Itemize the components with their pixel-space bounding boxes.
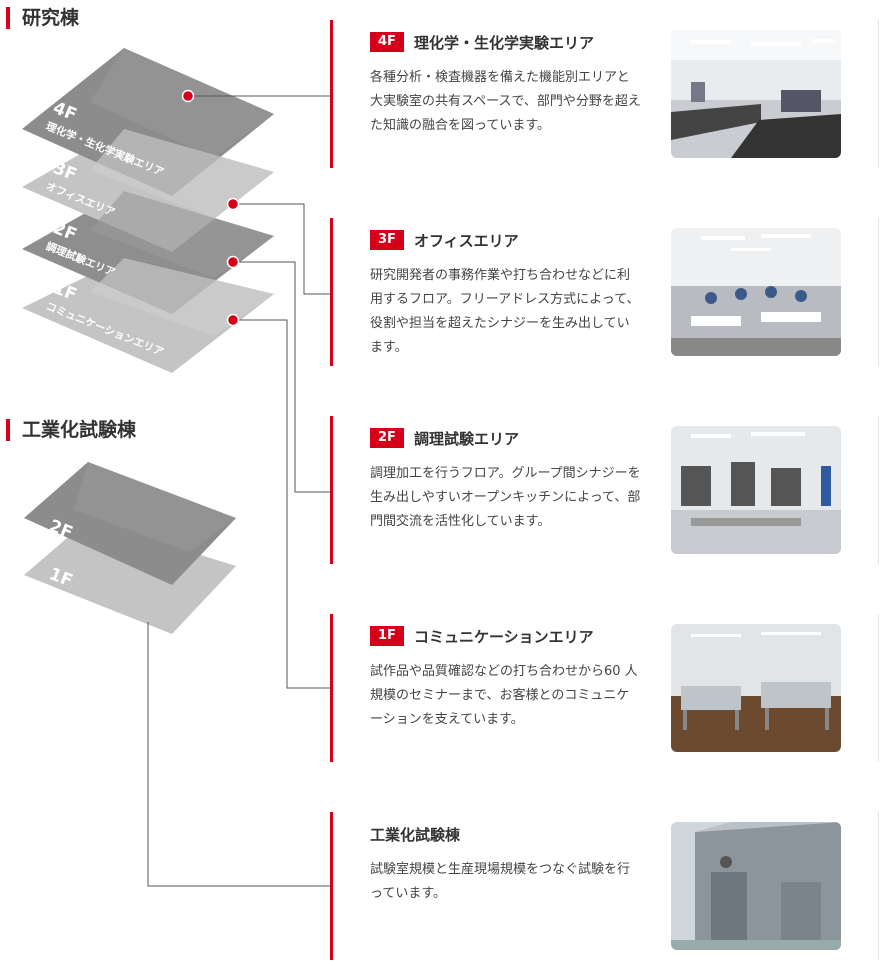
floor-desc-1f: 試作品や品質確認などの打ち合わせから60 人規模のセミナーまで、お客様とのコミュ… — [370, 664, 638, 727]
floor-title-1f: コミュニケーションエリア — [413, 627, 594, 646]
marker-1f[interactable] — [226, 313, 240, 327]
industrial-title: 工業化試験棟 — [370, 825, 461, 844]
section-title-industrial: 工業化試験棟 — [6, 419, 136, 441]
connector-2f — [233, 261, 330, 493]
right-divider — [878, 812, 879, 960]
floor-panel-1f: 1F コミュニケーションエリア 試作品や品質確認などの打ち合わせから60 人規模… — [330, 614, 845, 762]
floor-photo-3f — [671, 228, 841, 356]
industrial-photo — [671, 822, 841, 950]
right-divider — [878, 614, 879, 762]
industrial-desc: 試験室規模と生産現場規模をつなぐ試験を行っています。 — [370, 862, 631, 901]
floor-badge-4f: 4F — [370, 32, 404, 52]
connector-industrial — [147, 622, 330, 887]
floor-badge-2f: 2F — [370, 428, 404, 448]
floor-badge-3f: 3F — [370, 230, 404, 250]
floor-desc-2f: 調理加工を行うフロア。グループ間シナジーを生み出しやすいオープンキッチンによって… — [370, 466, 641, 529]
connector-3f — [233, 203, 330, 295]
floor-stack-diagram: 4F 理化学・生化学実験エリア 3F オフィスエリア 2F 調理試験エリア 1F… — [22, 48, 330, 887]
floor-panel-3f: 3F オフィスエリア 研究開発者の事務作業や打ち合わせなどに利用するフロア。フリ… — [330, 218, 845, 366]
floor-panel-4f: 4F 理化学・生化学実験エリア 各種分析・検査機器を備えた機能別エリアと大実験室… — [330, 20, 845, 168]
right-divider — [878, 416, 879, 564]
floor-title-4f: 理化学・生化学実験エリア — [413, 33, 594, 52]
floor-desc-3f: 研究開発者の事務作業や打ち合わせなどに利用するフロア。フリーアドレス方式によって… — [370, 268, 640, 355]
right-divider — [878, 20, 879, 168]
floor-photo-4f — [671, 30, 841, 158]
floor-panel-2f: 2F 調理試験エリア 調理加工を行うフロア。グループ間シナジーを生み出しやすいオ… — [330, 416, 845, 564]
section-title-research: 研究棟 — [6, 7, 79, 29]
floor-desc-4f: 各種分析・検査機器を備えた機能別エリアと大実験室の共有スペースで、部門や分野を超… — [370, 70, 641, 133]
floor-photo-2f — [671, 426, 841, 554]
industrial-floor-1f-slab[interactable] — [24, 520, 236, 634]
connector-1f — [233, 319, 330, 689]
floor-title-2f: 調理試験エリア — [413, 429, 519, 448]
marker-3f[interactable] — [226, 197, 240, 211]
industrial-panel: 工業化試験棟 試験室規模と生産現場規模をつなぐ試験を行っています。 — [330, 812, 845, 960]
marker-2f[interactable] — [226, 255, 240, 269]
marker-4f[interactable] — [181, 89, 195, 103]
floor-photo-1f — [671, 624, 841, 752]
right-divider — [878, 218, 879, 366]
floor-title-3f: オフィスエリア — [413, 231, 519, 250]
floor-badge-1f: 1F — [370, 626, 404, 646]
